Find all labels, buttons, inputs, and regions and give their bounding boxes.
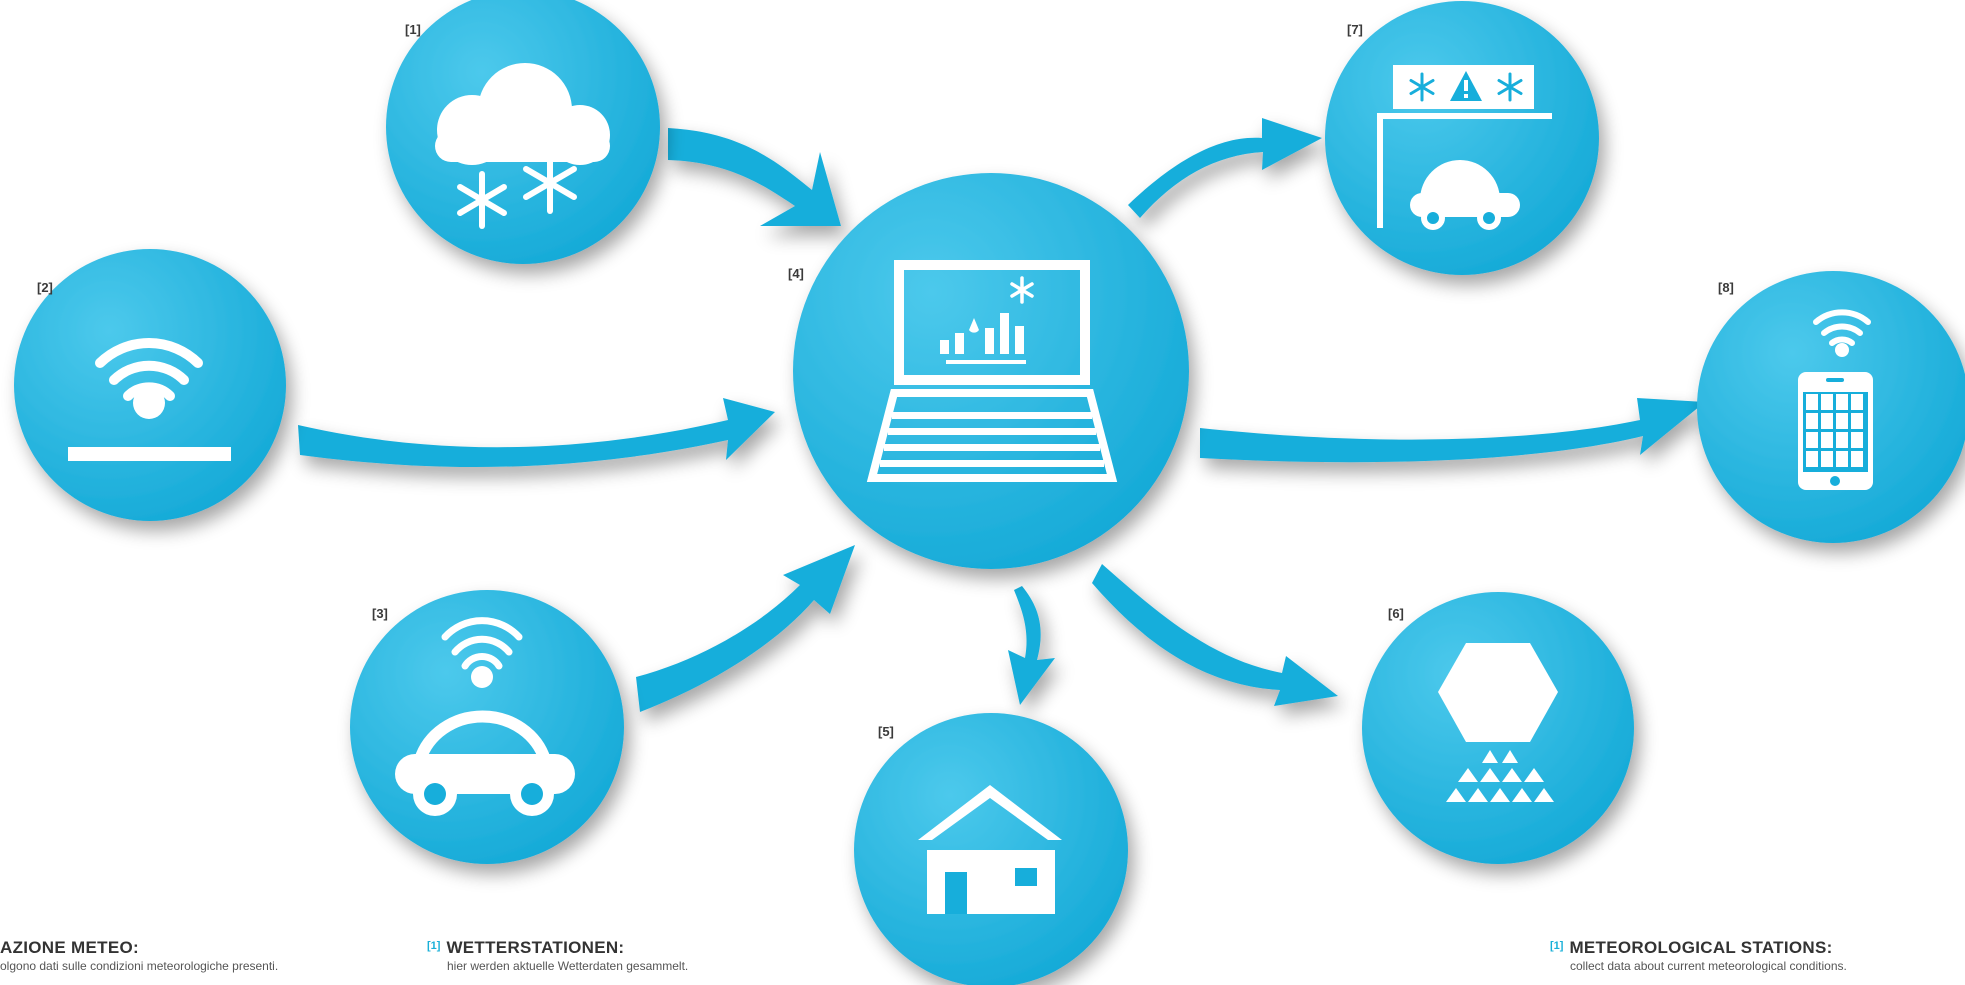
arrow-4-to-7: [1128, 118, 1322, 218]
node-label-1: [1]: [405, 22, 421, 37]
legend-italian-text: olgono dati sulle condizioni meteorologi…: [0, 959, 279, 973]
legend-english-heading: METEOROLOGICAL STATIONS:: [1569, 938, 1833, 957]
node-label-6: [6]: [1388, 606, 1404, 621]
legend-english: [1] METEOROLOGICAL STATIONS: collect data…: [1550, 938, 1847, 973]
legend-german: [1] WETTERSTATIONEN: hier werden aktuelle…: [427, 938, 688, 973]
node-label-2: [2]: [37, 280, 53, 295]
node-label-7: [7]: [1347, 22, 1363, 37]
arrow-3-to-4: [636, 545, 855, 712]
warning-sign-car-icon: [1377, 65, 1552, 230]
node-label-4: [4]: [788, 266, 804, 281]
arrow-2-to-4: [298, 398, 775, 467]
node-5-circle: [854, 713, 1128, 985]
snow-cloud-icon: [435, 63, 610, 229]
arrow-1-to-4: [668, 128, 841, 226]
wifi-station-icon: [68, 337, 231, 461]
node-4-circle: [793, 173, 1189, 569]
legend-german-number: [1]: [427, 940, 441, 952]
node-circles: [14, 0, 1965, 985]
node-label-5: [5]: [878, 724, 894, 739]
house-icon: [918, 785, 1062, 914]
legend-german-heading: WETTERSTATIONEN:: [446, 938, 625, 957]
smartphone-wifi-icon: [1798, 309, 1873, 490]
salt-spreader-icon: [1438, 643, 1558, 802]
legend-english-number: [1]: [1550, 940, 1564, 952]
node-label-3: [3]: [372, 606, 388, 621]
node-3-circle: [350, 590, 624, 864]
arrow-4-to-8: [1200, 398, 1705, 463]
arrow-4-to-6: [1092, 564, 1338, 706]
node-7-circle: [1325, 1, 1599, 275]
legend-italian: AZIONE METEO: olgono dati sulle condizio…: [0, 938, 278, 973]
node-label-8: [8]: [1718, 280, 1734, 295]
legend-italian-heading: AZIONE METEO:: [0, 938, 139, 957]
connected-car-icon: [395, 617, 575, 816]
legend-english-text: collect data about current meteorologica…: [1570, 959, 1847, 973]
arrow-4-to-5: [1008, 586, 1055, 705]
laptop-chart-icon: [866, 260, 1118, 482]
arrows: [298, 118, 1705, 712]
legend-german-text: hier werden aktuelle Wetterdaten gesamme…: [447, 959, 689, 973]
